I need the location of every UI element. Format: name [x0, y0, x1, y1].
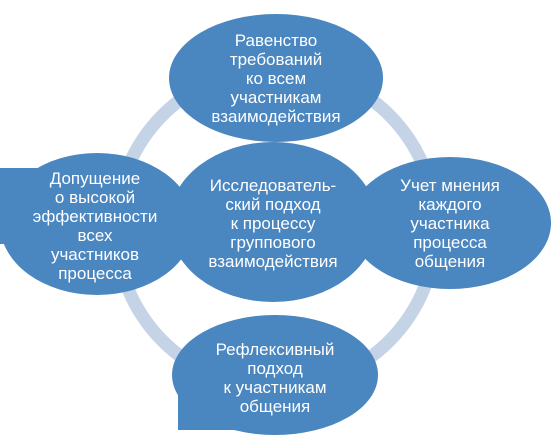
node-top-shape [169, 14, 383, 142]
node-left-shape [0, 153, 194, 295]
node-center-shape [169, 142, 377, 302]
node-left-tail [0, 168, 48, 244]
node-bottom-tail [178, 390, 308, 430]
node-right-shape [349, 157, 551, 289]
